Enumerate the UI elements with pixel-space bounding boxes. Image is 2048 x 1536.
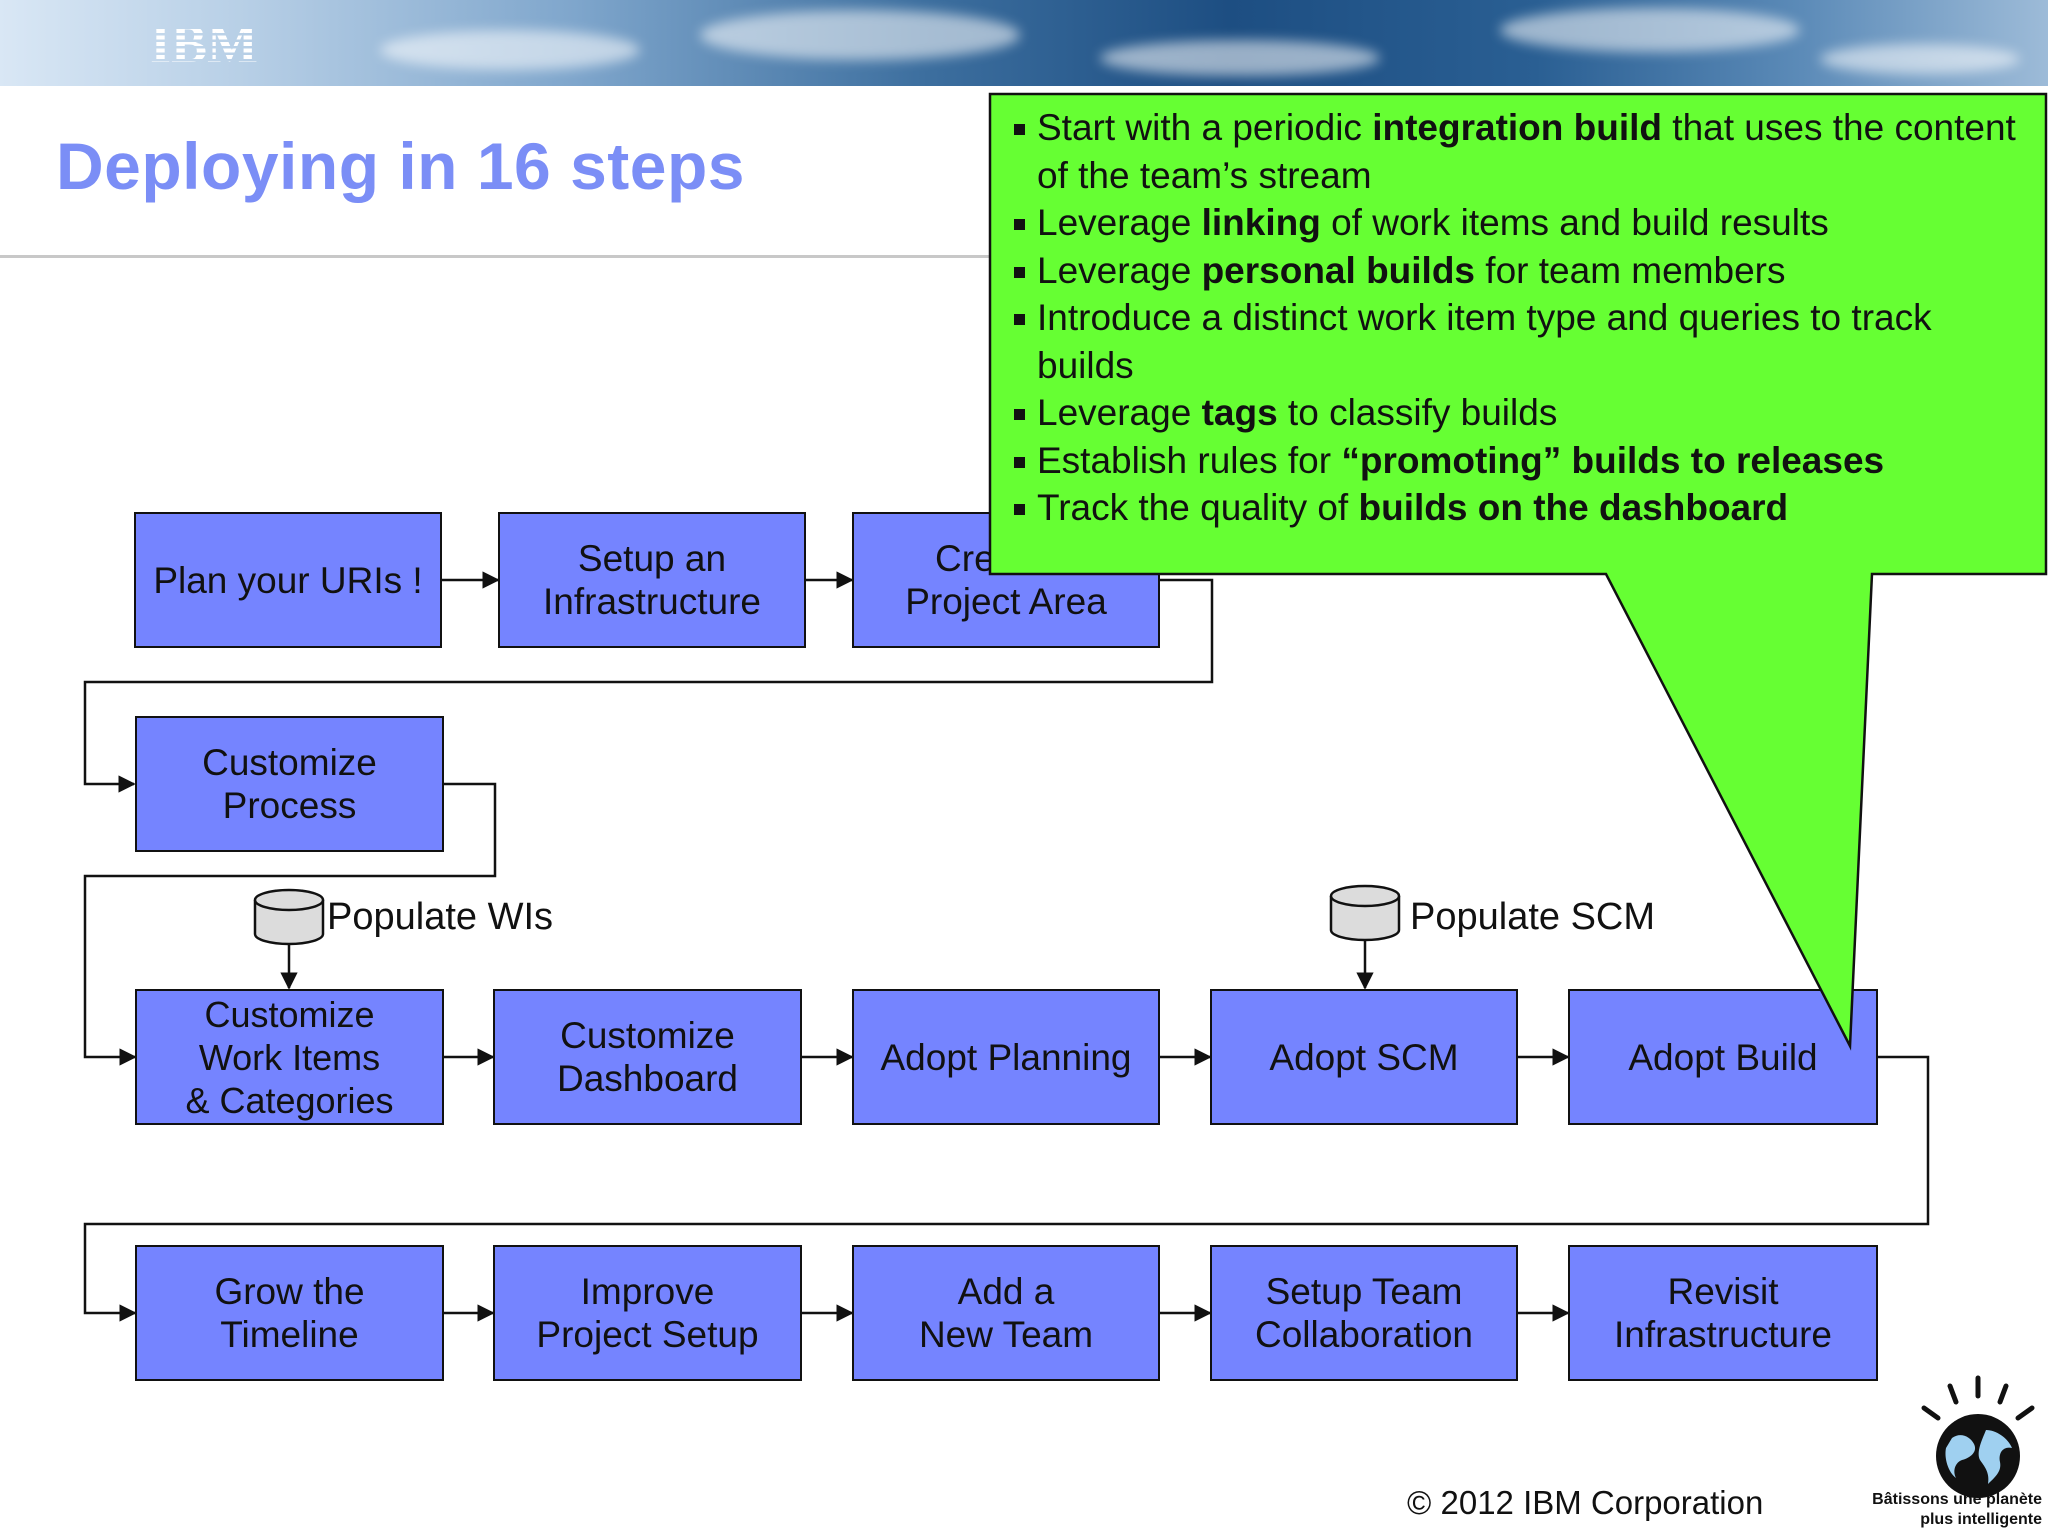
database-icon [253,888,325,946]
step-setup-infrastructure[interactable]: Setup an Infrastructure [498,512,806,648]
title-divider [0,255,1000,258]
ibm-logo: IBM [150,16,258,68]
callout-item: Leverage personal builds for team member… [1008,247,2018,295]
svg-text:IBM: IBM [150,16,258,68]
populate-scm-label: Populate SCM [1410,896,1656,938]
smarter-planet-icon [1921,1375,2035,1498]
step-customize-work-items[interactable]: Customize Work Items & Categories [135,989,444,1125]
step-plan-uris[interactable]: Plan your URIs ! [134,512,442,648]
step-grow-timeline[interactable]: Grow the Timeline [135,1245,444,1381]
callout-item: Track the quality of builds on the dashb… [1008,484,2018,532]
header-banner: IBM [0,0,2048,86]
step-improve-project-setup[interactable]: Improve Project Setup [493,1245,802,1381]
step-adopt-scm[interactable]: Adopt SCM [1210,989,1518,1125]
step-customize-process[interactable]: Customize Process [135,716,444,852]
step-setup-team-collaboration[interactable]: Setup Team Collaboration [1210,1245,1518,1381]
callout-item: Introduce a distinct work item type and … [1008,294,2018,389]
connector-4-5 [83,782,497,1066]
step-add-new-team[interactable]: Add a New Team [852,1245,1160,1381]
step-adopt-build[interactable]: Adopt Build [1568,989,1878,1125]
page-title: Deploying in 16 steps [56,129,745,203]
copyright-text: © 2012 IBM Corporation [1407,1484,1764,1521]
callout-item: Start with a periodic integration build … [1008,104,2018,199]
database-icon [1329,884,1401,942]
connector-9-10 [83,1055,1930,1322]
step-adopt-planning[interactable]: Adopt Planning [852,989,1160,1125]
connector-3-4 [83,578,1214,793]
callout-item: Establish rules for “promoting” builds t… [1008,437,2018,485]
callout-item: Leverage tags to classify builds [1008,389,2018,437]
populate-wis-label: Populate WIs [327,896,553,938]
tagline: Bâtissons une planète plus intelligente [1872,1491,2042,1528]
callout-list: Start with a periodic integration build … [1008,104,2018,532]
callout-item: Leverage linking of work items and build… [1008,199,2018,247]
step-customize-dashboard[interactable]: Customize Dashboard [493,989,802,1125]
step-revisit-infrastructure[interactable]: Revisit Infrastructure [1568,1245,1878,1381]
